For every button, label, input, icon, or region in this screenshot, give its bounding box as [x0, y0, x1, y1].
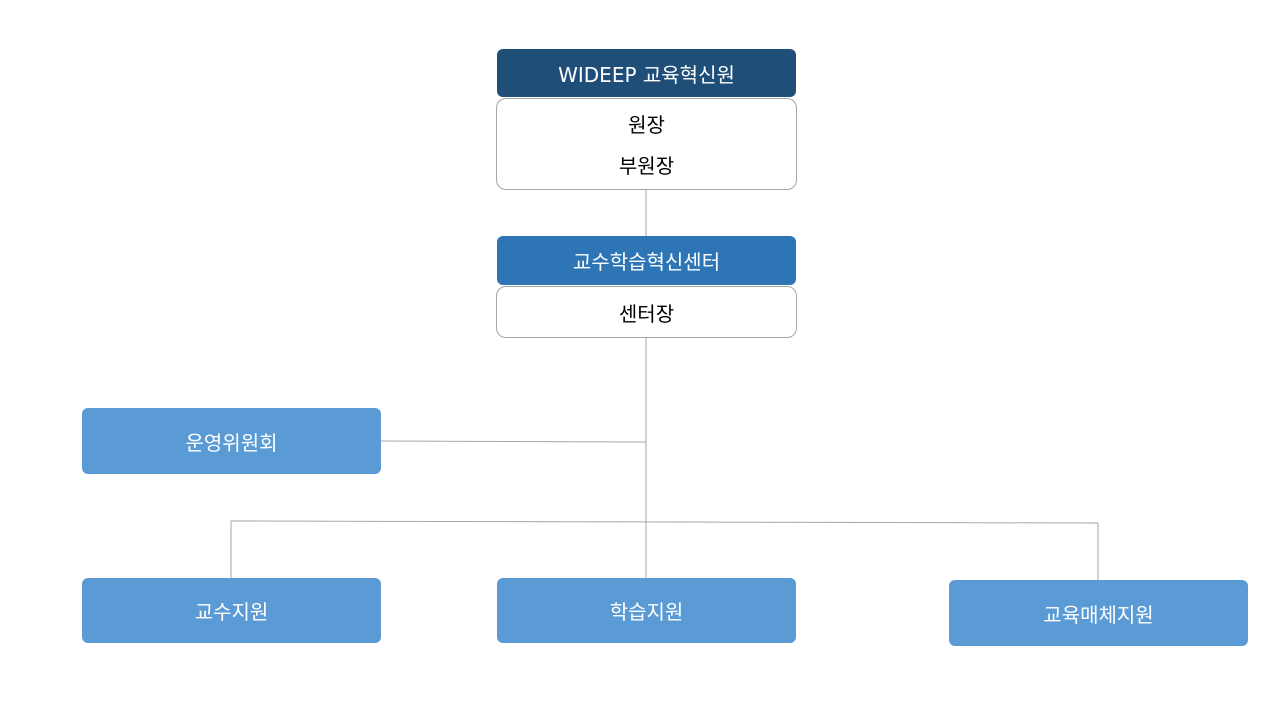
- center-header: 교수학습혁신센터: [497, 236, 796, 285]
- role-center-director: 센터장: [618, 301, 675, 326]
- committee-box: 운영위원회: [82, 408, 381, 474]
- institute-header: WIDEEP 교육혁신원: [497, 49, 796, 97]
- role-director: 원장: [628, 113, 665, 137]
- unit-name: 교육매체지원: [1043, 602, 1154, 627]
- institute-roles-box: 원장 부원장: [496, 98, 797, 190]
- unit-name: 교수지원: [194, 600, 269, 624]
- center-role-box: 센터장: [496, 286, 797, 338]
- unit-media-support: 교육매체지원: [949, 580, 1248, 646]
- center-name: 교수학습혁신센터: [572, 250, 721, 274]
- connector-units-bus: [230, 520, 1099, 524]
- unit-learning-support: 학습지원: [497, 578, 796, 643]
- committee-name: 운영위원회: [185, 430, 278, 455]
- unit-teaching-support: 교수지원: [82, 578, 381, 643]
- connector-committee-branch: [380, 440, 647, 443]
- role-deputy-director: 부원장: [618, 154, 675, 178]
- unit-name: 학습지원: [609, 600, 684, 624]
- institute-name: WIDEEP 교육혁신원: [558, 62, 735, 87]
